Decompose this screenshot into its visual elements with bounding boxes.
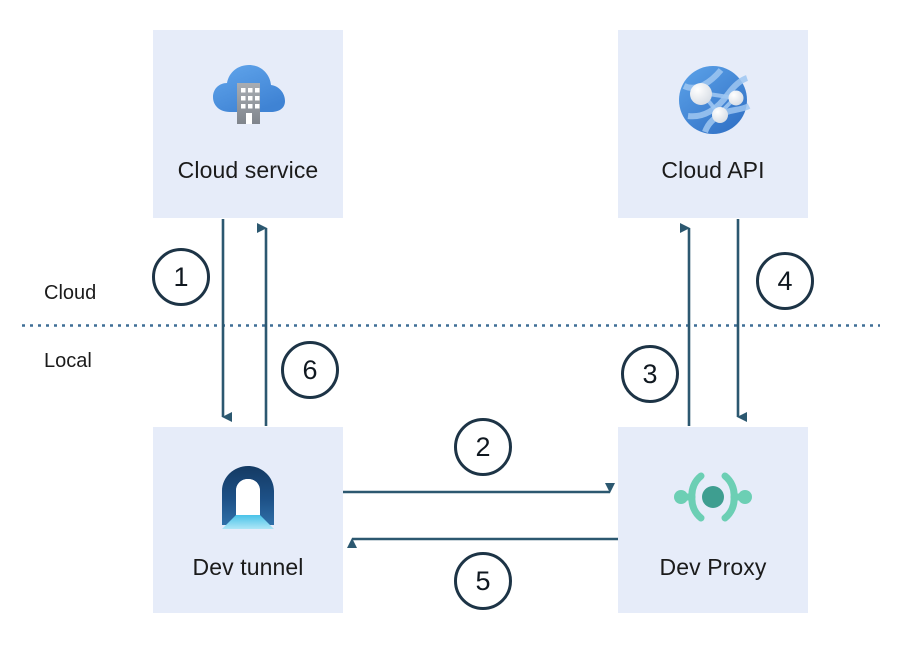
step-badge-2[interactable]: 2 <box>454 418 512 476</box>
tunnel-arch-icon <box>222 466 274 529</box>
node-label-dev-tunnel: Dev tunnel <box>192 554 304 580</box>
node-label-cloud-service: Cloud service <box>177 157 319 183</box>
globe-network-icon <box>679 66 751 134</box>
zone-label-local: Local <box>44 350 92 372</box>
step-badge-4[interactable]: 4 <box>756 252 814 310</box>
proxy-target-icon <box>674 472 752 522</box>
step-badge-3[interactable]: 3 <box>621 345 679 403</box>
step-badge-6[interactable]: 6 <box>281 341 339 399</box>
node-label-cloud-api: Cloud API <box>661 157 765 183</box>
node-dev-proxy[interactable]: Dev Proxy <box>618 427 808 613</box>
node-label-dev-proxy: Dev Proxy <box>659 554 767 580</box>
cloud-building-icon <box>213 65 285 124</box>
step-badge-1[interactable]: 1 <box>152 248 210 306</box>
node-cloud-service[interactable]: Cloud service <box>153 30 343 218</box>
zone-label-cloud: Cloud <box>44 282 97 304</box>
node-cloud-api[interactable]: Cloud API <box>618 30 808 218</box>
step-badge-5[interactable]: 5 <box>454 552 512 610</box>
node-dev-tunnel[interactable]: Dev tunnel <box>153 427 343 613</box>
